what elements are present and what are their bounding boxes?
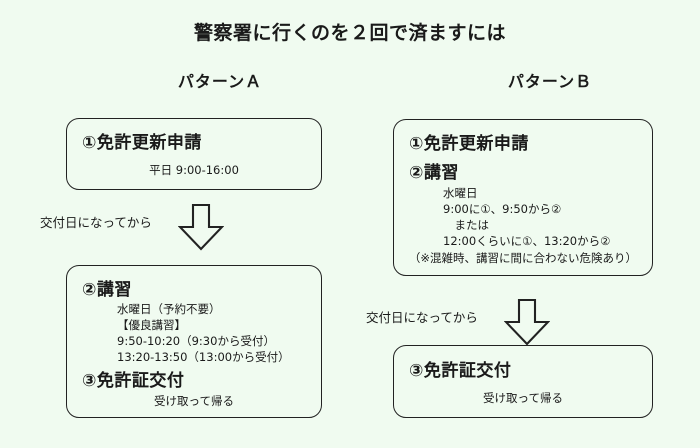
pattern-b-arrow-label: 交付日になってから	[366, 310, 478, 325]
down-block-arrow-icon	[178, 203, 224, 251]
down-block-arrow-icon	[504, 298, 550, 346]
pattern-a-step3-detail: 受け取って帰る	[154, 394, 234, 408]
pattern-a-step1-label: ①免許更新申請	[82, 133, 202, 153]
pattern-b-step2-label: ②講習	[409, 163, 459, 183]
pattern-b-step3-detail: 受け取って帰る	[483, 391, 563, 405]
pattern-b-step3-box	[393, 345, 653, 418]
pattern-a-step1-detail: 平日 9:00-16:00	[149, 163, 239, 177]
pattern-a-step2-detail: 水曜日（予約不要） 【優良講習】 9:50-10:20（9:30から受付） 13…	[117, 302, 290, 364]
pattern-b-step1-label: ①免許更新申請	[409, 134, 529, 154]
pattern-a-step2-box	[66, 265, 322, 418]
pattern-a-arrow-label: 交付日になってから	[40, 215, 152, 230]
page-title: 警察署に行くのを２回で済ますには	[193, 22, 506, 44]
pattern-a-step3-label: ③免許証交付	[82, 371, 185, 391]
pattern-a-step2-label: ②講習	[82, 280, 132, 300]
pattern-b-step-detail: 水曜日 9:00に①、9:50から② または 12:00くらいに①、13:20か…	[443, 186, 611, 248]
column-heading-pattern-a: パターンＡ	[177, 72, 263, 91]
pattern-b-step1-box	[393, 119, 653, 276]
pattern-b-step3-label: ③免許証交付	[409, 361, 512, 381]
pattern-a-step1-box	[66, 118, 322, 190]
column-heading-pattern-b: パターンＢ	[507, 72, 593, 91]
pattern-b-congestion-note: （※混雑時、講習に間に合わない危険あり）	[408, 251, 638, 265]
